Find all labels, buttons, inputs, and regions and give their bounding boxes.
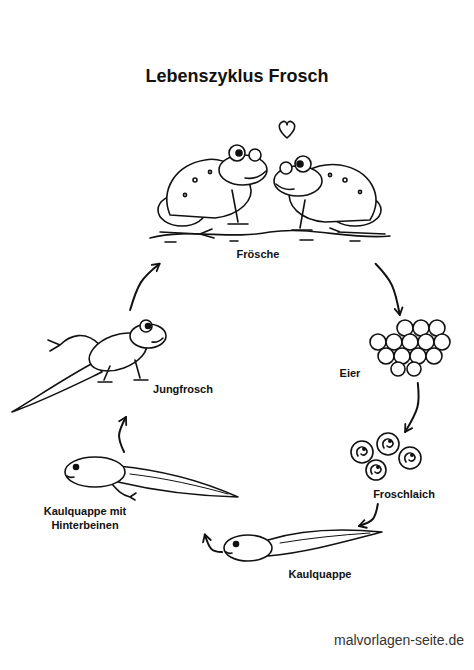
froglet <box>152 338 163 342</box>
stage-node: Kaulquappe <box>222 526 385 584</box>
adult-frog <box>193 178 197 182</box>
adult-frog <box>292 200 312 230</box>
egg-cluster <box>378 348 394 364</box>
egg-cluster <box>370 320 450 376</box>
froglet <box>140 320 152 332</box>
tadpole-with-legs <box>65 457 125 487</box>
ground <box>165 240 360 242</box>
adult-frog <box>229 145 245 161</box>
frogspawn <box>383 439 393 448</box>
frogspawn <box>399 447 421 469</box>
watermark: malvorlagen-seite.de <box>334 632 464 648</box>
adult-frog <box>280 162 292 174</box>
frogspawn <box>399 447 421 469</box>
frogspawn <box>366 460 386 480</box>
froglet <box>12 362 102 412</box>
adult-frog <box>328 173 331 176</box>
adult-frog <box>160 229 214 238</box>
frogspawn <box>389 440 391 442</box>
tadpole <box>234 542 239 547</box>
tadpole-with-legs <box>130 474 228 494</box>
cycle-arrow <box>405 383 419 432</box>
stage-node: Kaulquappe mit Hinterbeinen <box>33 452 240 535</box>
adult-frog <box>158 145 267 238</box>
adult-frog <box>236 150 242 156</box>
tadpole <box>226 552 232 553</box>
stage-label: Eier <box>340 367 361 381</box>
stage-node: Eier <box>335 315 455 383</box>
cycle-arrow <box>205 535 222 553</box>
stage-label: Frösche <box>237 248 280 262</box>
tadpole <box>280 533 370 543</box>
cycle-arrow <box>119 417 126 452</box>
stage-node: Froschlaich <box>340 432 445 504</box>
stage-label: Kaulquappe <box>289 568 352 582</box>
stage-node: Frösche <box>150 135 390 264</box>
froglet <box>146 324 151 329</box>
stage-label: Kaulquappe mit Hinterbeinen <box>35 505 135 533</box>
frogspawn <box>357 447 367 456</box>
adult-frog <box>249 149 261 161</box>
egg-cluster <box>407 362 421 376</box>
adult-frog <box>358 190 361 193</box>
adult-frog <box>295 156 311 172</box>
tadpole <box>224 530 382 561</box>
frogspawn <box>351 433 421 480</box>
cycle-arrow <box>130 264 159 310</box>
tadpole-with-legs <box>74 465 79 470</box>
froglet <box>48 336 100 351</box>
adult-frog <box>274 156 385 234</box>
adult-frog <box>330 228 385 234</box>
frogspawn <box>377 466 379 468</box>
adult-frog <box>297 161 303 167</box>
stage-label: Jungfrosch <box>153 383 213 397</box>
ground <box>150 230 390 238</box>
heart <box>279 121 294 138</box>
frogspawn <box>366 460 386 480</box>
froglet <box>12 320 166 412</box>
adult-frog <box>228 190 248 224</box>
frogspawn <box>351 441 373 463</box>
frogspawn <box>351 441 373 463</box>
egg-cluster <box>426 348 442 364</box>
tadpole <box>268 530 382 556</box>
adult-frog <box>208 170 211 173</box>
froglet <box>130 324 166 348</box>
stage-label: Froschlaich <box>373 488 435 502</box>
tadpole <box>224 535 272 561</box>
frogspawn <box>377 433 399 455</box>
froglet <box>98 366 112 382</box>
cycle-arrow <box>376 264 400 315</box>
frogspawn <box>405 453 415 462</box>
adult-frog <box>343 178 347 182</box>
egg-cluster <box>391 362 405 376</box>
tadpole-with-legs <box>65 457 238 500</box>
cycle-arrow <box>359 504 378 526</box>
frogspawn <box>377 433 399 455</box>
adult-frog <box>276 184 294 189</box>
adult-frog <box>183 193 186 196</box>
heart <box>279 121 294 138</box>
connector-group <box>119 264 419 552</box>
frogspawn <box>363 448 365 450</box>
diagram-title: Lebenszyklus Frosch <box>0 66 474 87</box>
frogspawn <box>411 454 413 456</box>
stage-node: Jungfrosch <box>8 310 215 417</box>
adult-frog <box>245 171 266 178</box>
frogspawn <box>371 465 381 474</box>
froglet <box>134 360 148 380</box>
tadpole-with-legs <box>112 484 136 500</box>
tadpole-with-legs <box>67 476 74 477</box>
